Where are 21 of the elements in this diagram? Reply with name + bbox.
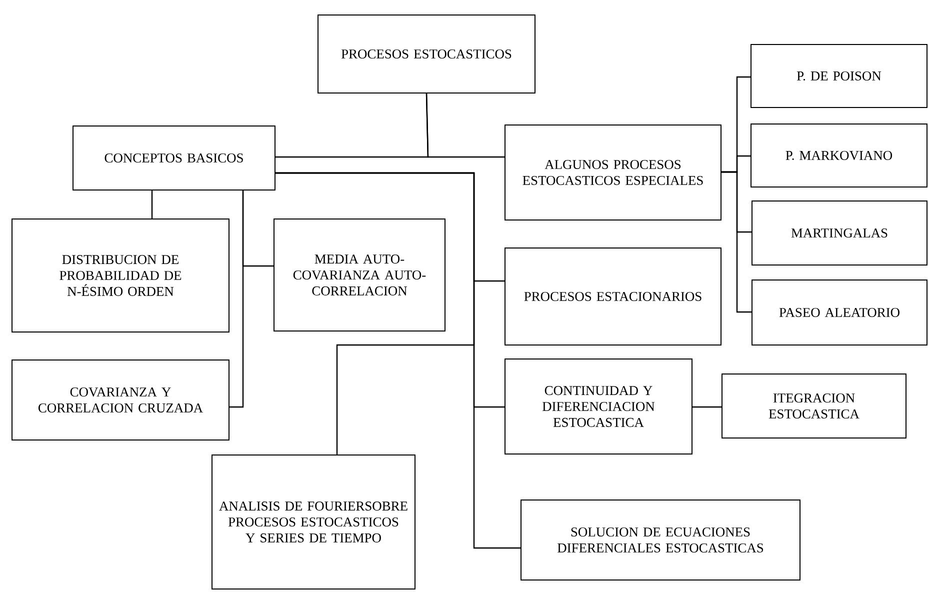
connector-line xyxy=(722,171,752,313)
text-box: CONCEPTOS BASICOS xyxy=(72,126,276,190)
text-box: MEDIA AUTO-COVARIANZA AUTO-CORRELACION xyxy=(274,218,446,332)
connector-line xyxy=(230,190,244,408)
text-box: P. MARKOVIANO xyxy=(750,124,928,188)
text-box: PROCESOS ESTOCASTICOS xyxy=(318,14,536,94)
connector-line xyxy=(692,406,722,408)
text-box: P. DE POISON xyxy=(750,44,928,108)
text-box: ANALISIS DE FOURIERSOBRE PROCESOS ESTOCASTICOS Y SERIES DE TIEMPO xyxy=(212,454,416,590)
text-box: MARTINGALAS xyxy=(752,200,928,266)
text-box: DISTRIBUCION DE PROBABILIDAD DE N-ÉSIMO ORDEN xyxy=(12,218,230,332)
text-box: PROCESOS ESTACIONARIOS xyxy=(504,248,722,346)
connector-line xyxy=(276,172,520,549)
text-box: SOLUCION DE ECUACIONES DIFERENCIALES ESTOCASTICAS xyxy=(520,500,800,580)
text-box: CONTINUIDAD Y DIFERENCIACION ESTOCASTICA xyxy=(504,358,692,454)
text-box: PASEO ALEATORIO xyxy=(752,280,928,346)
text-box: ITEGRACION ESTOCASTICA xyxy=(722,374,906,438)
text-box: ALGUNOS PROCESOS ESTOCASTICOS ESPECIALES xyxy=(504,124,722,220)
connector-line xyxy=(426,93,504,158)
connector-line xyxy=(151,190,153,218)
text-box: COVARIANZA Y CORRELACION CRUZADA xyxy=(12,360,230,440)
